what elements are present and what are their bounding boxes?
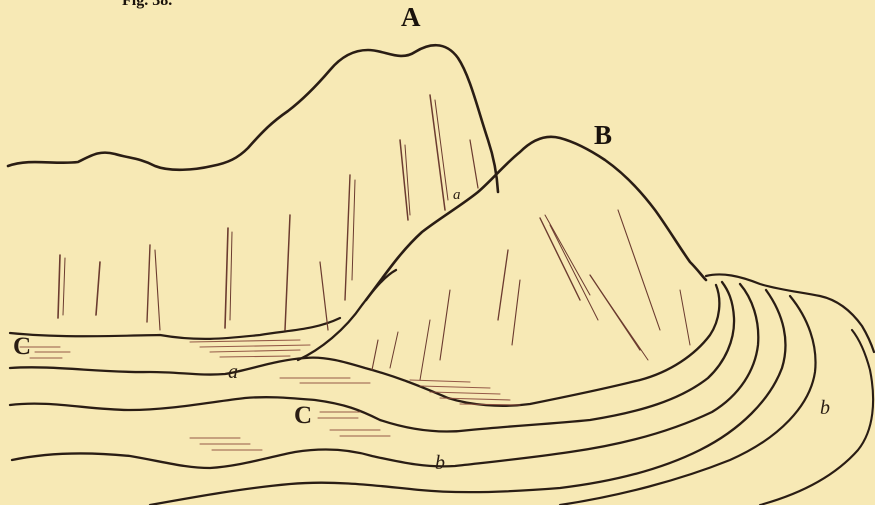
layer-c-label-left: C: [13, 333, 31, 361]
layer-a-label-mid: a: [228, 361, 238, 384]
layer-c-label-mid: C: [294, 402, 312, 430]
peak-a-label: A: [401, 2, 421, 33]
figure-caption: Fig. 38.: [122, 0, 172, 10]
peak-b-label: B: [594, 120, 612, 151]
layer-b-label-right: b: [820, 397, 830, 420]
layer-a-label-ridge: a: [453, 187, 461, 204]
layer-b-label-bottom: b: [435, 452, 445, 475]
